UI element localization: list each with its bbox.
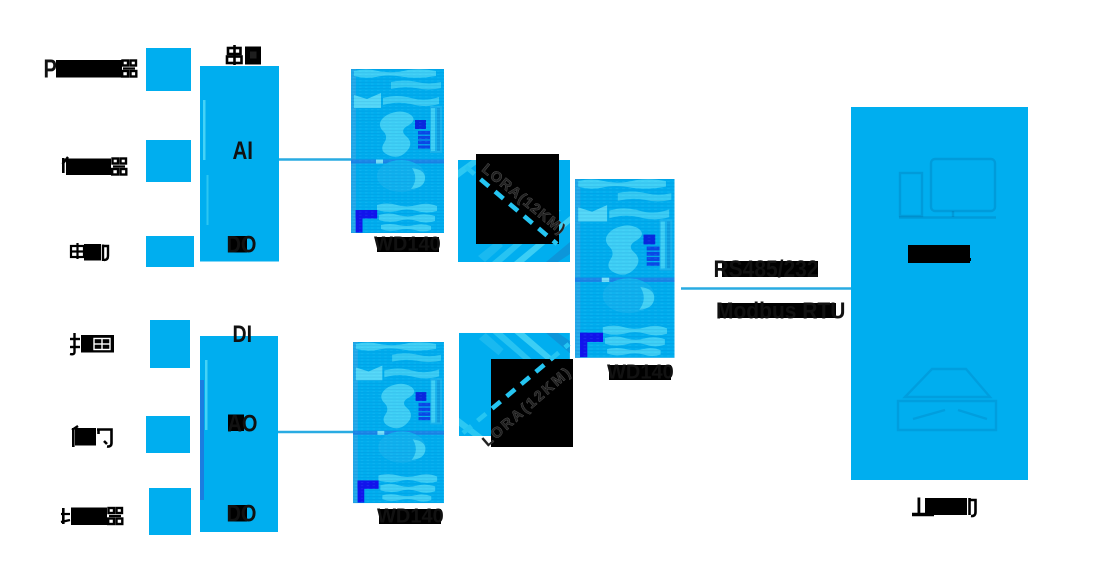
svg-text:AO: AO [228,410,258,437]
svg-text:RS485/232: RS485/232 [714,256,819,282]
svg-text:WD140: WD140 [607,362,674,384]
svg-text:Modbus RTU: Modbus RTU [716,297,845,323]
svg-text:DO: DO [227,231,257,258]
svg-text:DI: DI [233,320,252,348]
svg-text:AI: AI [233,137,253,164]
svg-text:WD140: WD140 [377,506,444,528]
svg-text:DO: DO [227,500,257,527]
svg-text:P: P [44,54,57,83]
svg-text:WD140: WD140 [374,234,441,256]
